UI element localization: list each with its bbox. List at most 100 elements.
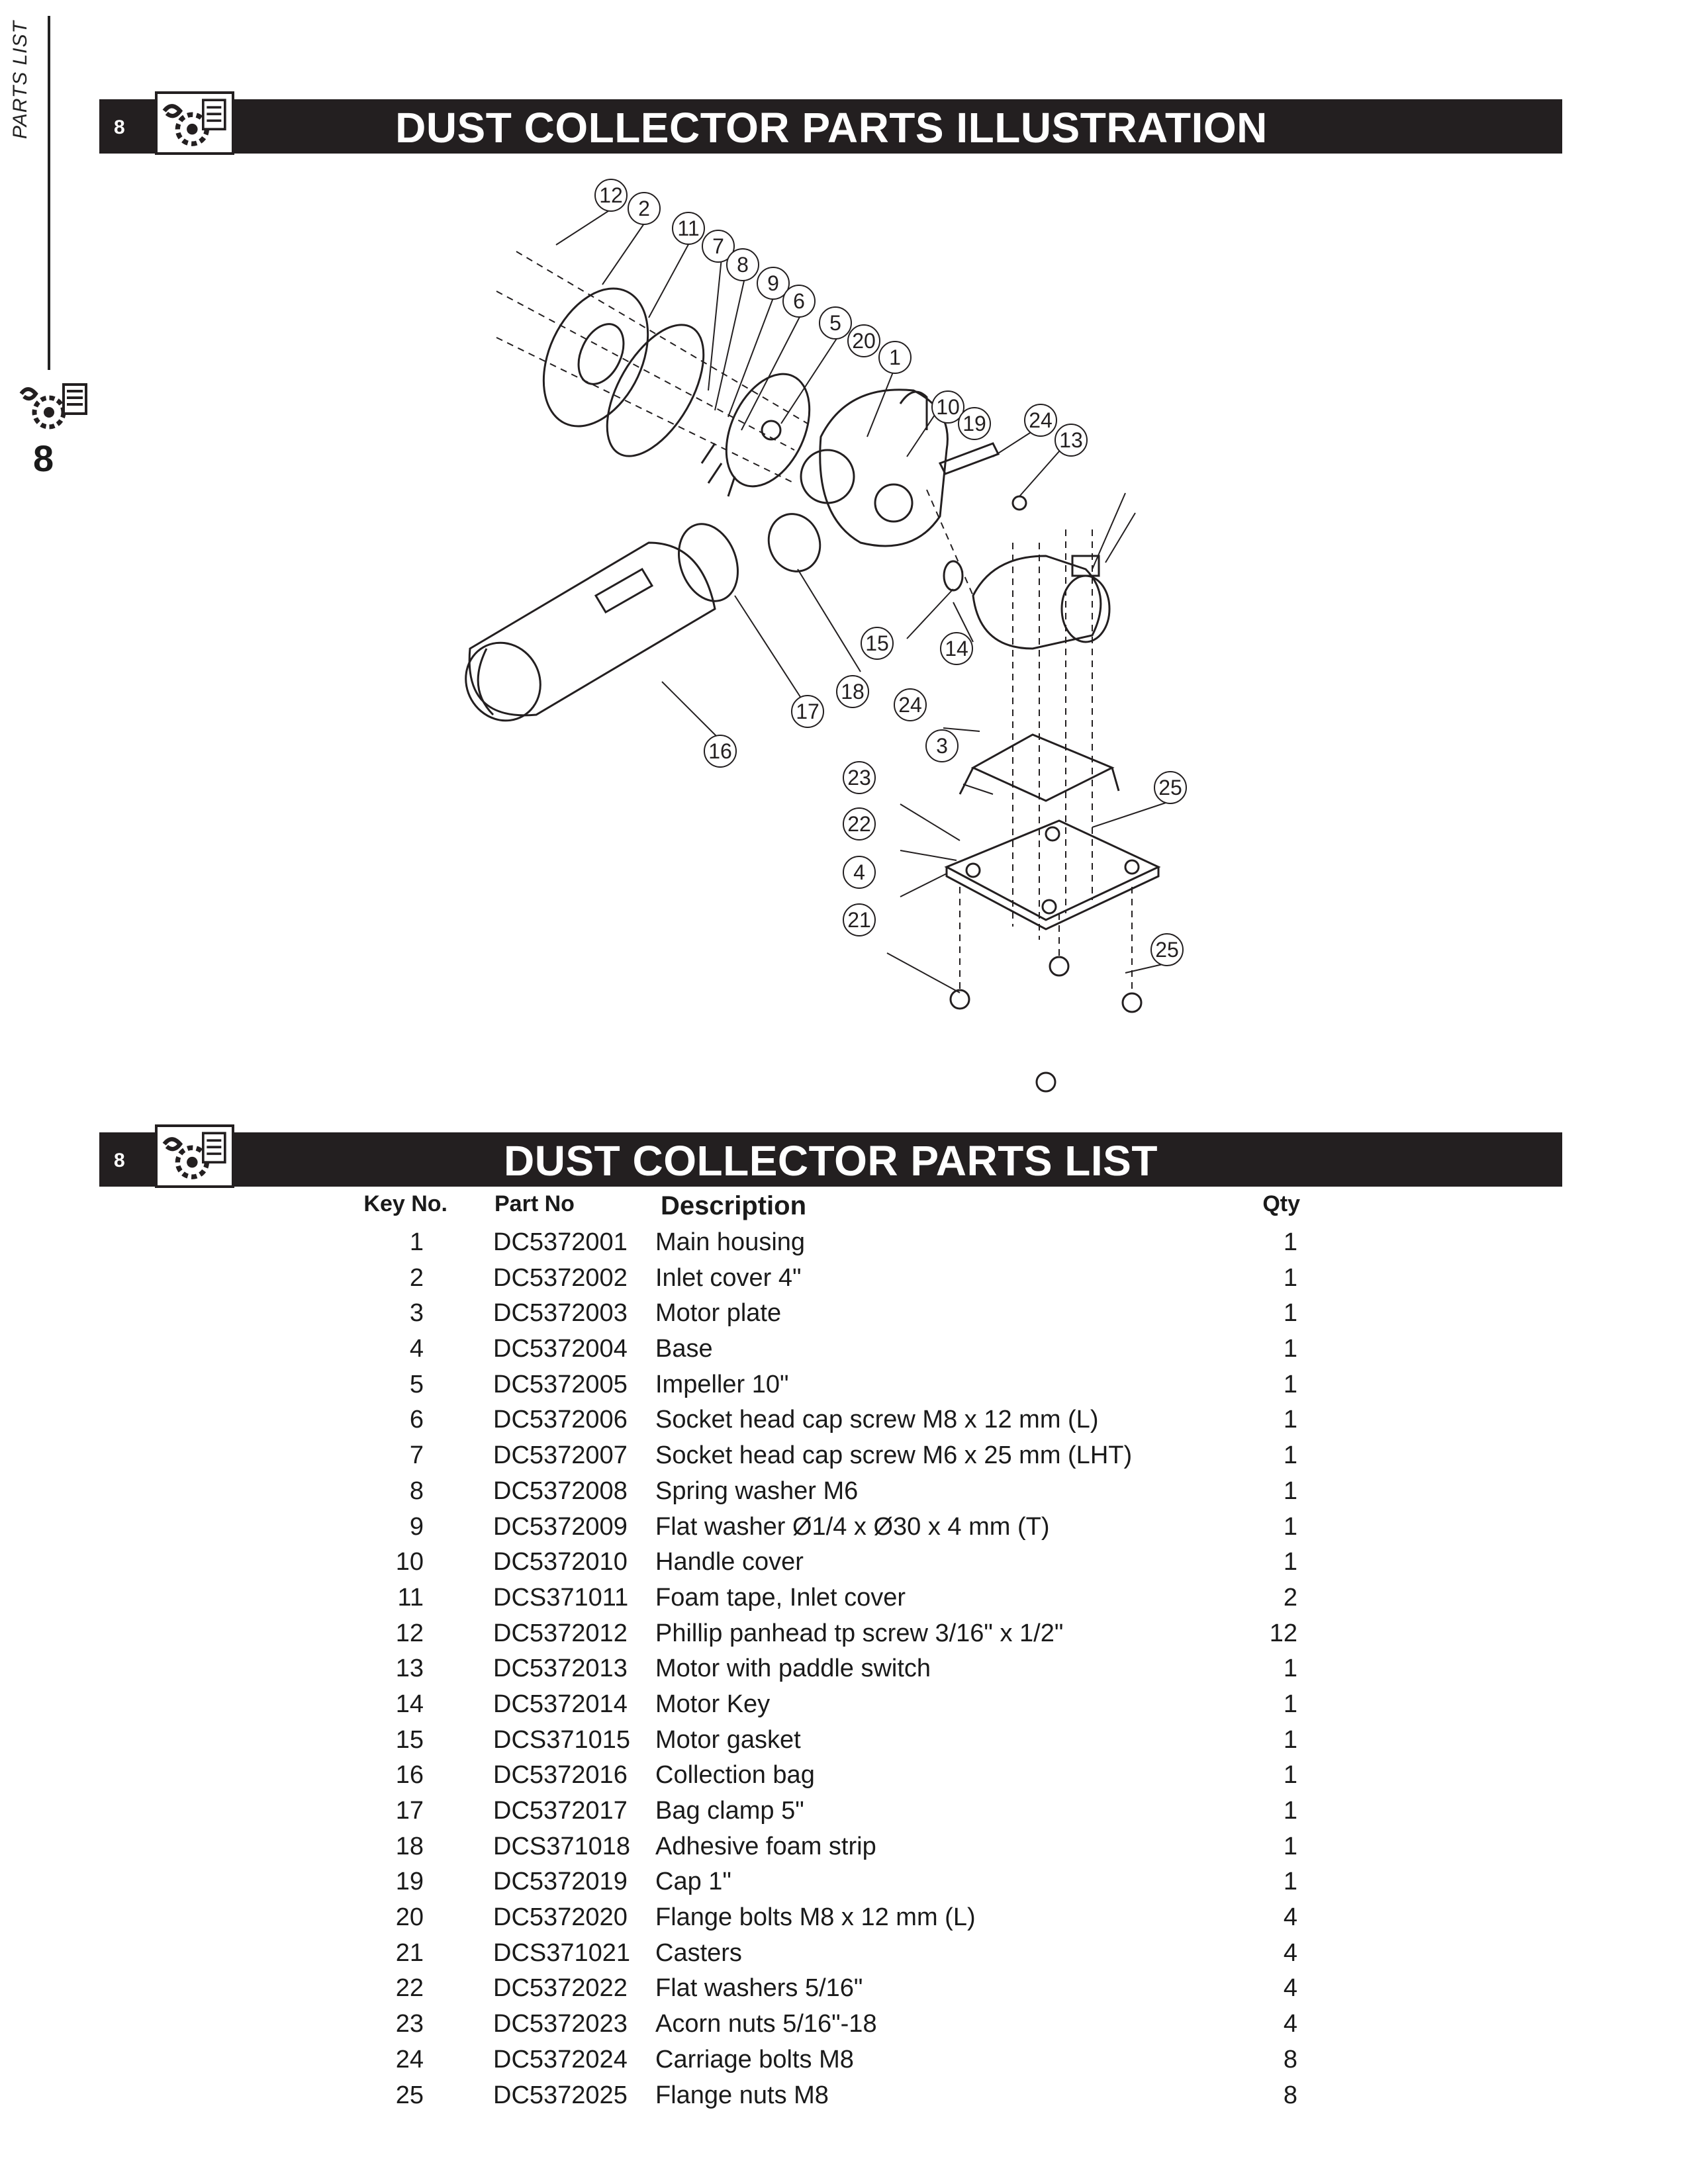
description-cell: Main housing: [655, 1228, 806, 1256]
collection-bag-drawing: [465, 541, 716, 722]
callout-label: 5: [829, 311, 841, 335]
part-no-cell: DC5372013: [493, 1655, 628, 1683]
side-page-number: 8: [33, 437, 54, 479]
side-section-label: PARTS LIST: [9, 21, 49, 146]
key-cell: 24: [395, 2045, 424, 2073]
key-cell: 7: [409, 1441, 424, 1470]
callout-label: 25: [1155, 938, 1179, 962]
part-no-cell: DCS371011: [493, 1583, 629, 1612]
callout-label: 25: [1158, 776, 1182, 799]
callout-label: 10: [936, 395, 960, 419]
table-row: 18 DCS371018 Adhesive foam strip 1: [357, 1833, 1297, 1868]
qty-cell: 1: [1283, 1832, 1297, 1860]
description-cell: Cap 1": [655, 1868, 731, 1896]
callout-13: 13: [1055, 424, 1088, 457]
section-gear-icon: [155, 1124, 234, 1188]
part-no-cell: DC5372012: [493, 1619, 628, 1647]
base-drawing: [944, 819, 1161, 931]
callout-17: 17: [791, 695, 824, 728]
qty-cell: 1: [1283, 1299, 1297, 1328]
key-cell: 20: [395, 1903, 424, 1932]
part-no-cell: DC5372024: [493, 2045, 628, 2073]
part-no-cell: DC5372007: [493, 1441, 628, 1470]
description-cell: Impeller 10": [655, 1370, 789, 1398]
section-number: 8: [114, 116, 125, 138]
qty-cell: 1: [1283, 1655, 1297, 1683]
header-part-no: Part No: [494, 1191, 575, 1216]
qty-cell: 1: [1283, 1725, 1297, 1754]
qty-cell: 1: [1283, 1797, 1297, 1825]
description-cell: Bag clamp 5": [655, 1797, 804, 1825]
key-cell: 9: [409, 1512, 424, 1541]
callout-14: 14: [940, 632, 973, 665]
table-header-row: Key No. Part No Description Qty: [357, 1191, 1300, 1228]
callout-6: 6: [782, 285, 816, 318]
handle-cover-drawing: [938, 442, 1000, 475]
description-cell: Foam tape, Inlet cover: [655, 1583, 906, 1612]
callout-3: 3: [925, 729, 959, 762]
key-cell: 11: [397, 1583, 424, 1612]
description-cell: Motor Key: [655, 1690, 771, 1718]
callout-18: 18: [836, 675, 869, 708]
callout-label: 3: [936, 734, 948, 758]
key-cell: 2: [409, 1263, 424, 1292]
qty-cell: 1: [1283, 1868, 1297, 1896]
part-no-cell: DC5372022: [493, 1974, 628, 2003]
part-no-cell: DCS371018: [493, 1832, 631, 1860]
callout-label: 13: [1059, 428, 1083, 452]
foam-tape-drawing: [606, 324, 705, 457]
qty-cell: 4: [1283, 2010, 1297, 2038]
callout-9: 9: [757, 267, 790, 300]
key-cell: 18: [395, 1832, 424, 1860]
description-cell: Flat washers 5/16": [655, 1974, 863, 2003]
key-cell: 21: [395, 1938, 424, 1967]
qty-cell: 1: [1283, 1477, 1297, 1505]
section-gear-icon: [155, 91, 234, 155]
part-no-cell: DCS371015: [493, 1725, 631, 1754]
qty-cell: 4: [1283, 1974, 1297, 2003]
qty-cell: 1: [1283, 1263, 1297, 1292]
callout-label: 24: [1029, 408, 1053, 432]
description-cell: Flange bolts M8 x 12 mm (L): [655, 1903, 976, 1932]
part-no-cell: DC5372019: [493, 1868, 628, 1896]
cap-drawing: [1011, 495, 1027, 511]
description-cell: Motor plate: [655, 1299, 782, 1328]
qty-cell: 4: [1283, 1938, 1297, 1967]
key-cell: 22: [395, 1974, 424, 2003]
callout-label: 17: [796, 700, 820, 723]
callout-label: 20: [852, 329, 876, 353]
callout-label: 8: [737, 253, 749, 277]
callout-label: 24: [898, 693, 922, 717]
side-divider: [48, 16, 50, 370]
part-no-cell: DC5372010: [493, 1548, 628, 1576]
description-cell: Carriage bolts M8: [655, 2045, 854, 2073]
description-cell: Adhesive foam strip: [655, 1832, 876, 1860]
key-cell: 14: [395, 1690, 424, 1718]
parts-list-banner: 8 DUST COLLECTOR PARTS LIST: [99, 1124, 1562, 1188]
callout-label: 11: [677, 216, 699, 240]
qty-cell: 12: [1269, 1619, 1297, 1647]
part-no-cell: DC5372017: [493, 1797, 628, 1825]
callout-5: 5: [819, 306, 852, 340]
callout-label: 15: [865, 631, 889, 655]
key-cell: 23: [395, 2010, 424, 2038]
impeller-drawing: [700, 373, 811, 497]
part-no-cell: DC5372025: [493, 2081, 628, 2109]
description-cell: Socket head cap screw M6 x 25 mm (LHT): [655, 1441, 1133, 1470]
description-cell: Socket head cap screw M8 x 12 mm (L): [655, 1406, 1099, 1434]
key-cell: 25: [395, 2081, 424, 2109]
callout-label: 6: [793, 289, 805, 313]
part-no-cell: DC5372003: [493, 1299, 628, 1328]
part-no-cell: DC5372002: [493, 1263, 628, 1292]
